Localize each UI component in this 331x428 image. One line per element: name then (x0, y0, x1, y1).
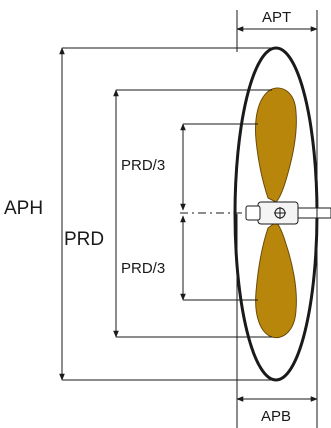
propeller-blade-upper (255, 87, 297, 203)
prd-label: PRD (64, 229, 104, 250)
apt-label: APT (262, 9, 291, 26)
hub-boss (245, 205, 261, 221)
propeller-blade-lower (255, 221, 297, 339)
apb-label: APB (261, 408, 291, 425)
shaft (297, 207, 331, 219)
prd-third-lower-label: PRD/3 (121, 260, 165, 277)
aph-label: APH (4, 198, 43, 219)
prd-third-upper-label: PRD/3 (121, 157, 165, 174)
extension-lines (62, 47, 276, 381)
